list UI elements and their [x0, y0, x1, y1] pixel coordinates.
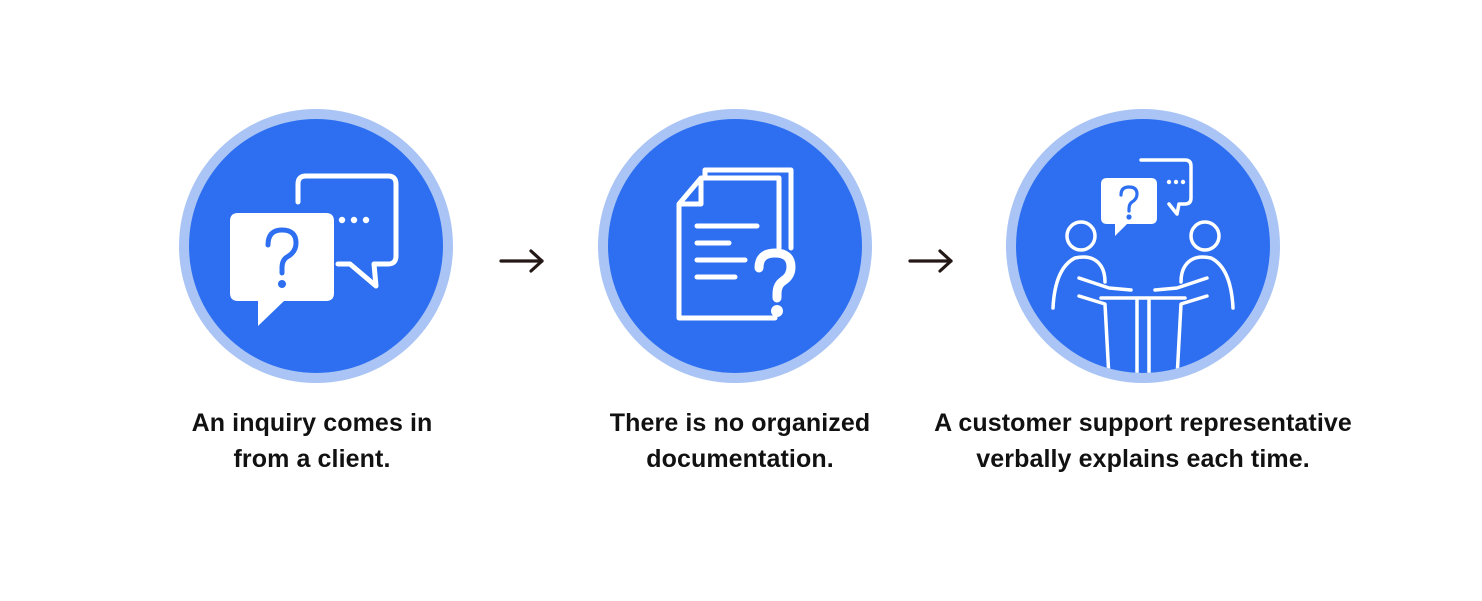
step-3: A customer support representative verbal…	[913, 0, 1373, 601]
step-3-circle	[1005, 108, 1281, 384]
document-question-icon	[598, 109, 872, 383]
step-1-caption: An inquiry comes in from a client.	[82, 405, 542, 477]
question-chat-bubbles-icon	[179, 109, 453, 383]
step-3-caption-line-2: verbally explains each time.	[976, 445, 1310, 473]
step-2-circle	[597, 108, 873, 384]
step-1-caption-line-1: An inquiry comes in	[191, 409, 433, 437]
arrow-right-icon	[908, 249, 953, 273]
step-1: An inquiry comes in from a client.	[82, 0, 542, 601]
step-2-caption-line-1: There is no organized	[609, 409, 871, 437]
step-1-circle	[178, 108, 454, 384]
step-3-caption-line-1: A customer support representative	[934, 409, 1352, 437]
step-2: There is no organized documentation.	[510, 0, 970, 601]
step-3-caption: A customer support representative verbal…	[913, 405, 1373, 477]
arrow-right-icon	[499, 249, 544, 273]
step-1-caption-line-2: from a client.	[233, 445, 391, 473]
step-2-caption-line-2: documentation.	[646, 445, 834, 473]
step-2-caption: There is no organized documentation.	[510, 405, 970, 477]
meeting-conversation-icon	[1006, 109, 1280, 383]
